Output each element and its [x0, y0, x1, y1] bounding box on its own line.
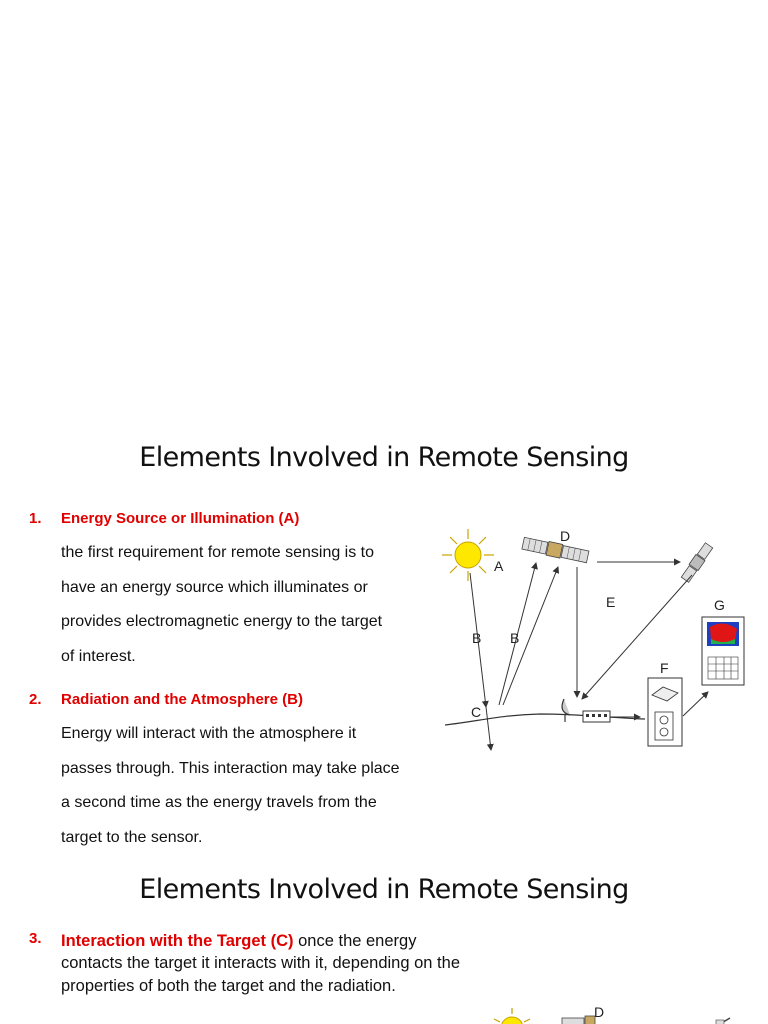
- satellite-icon: [521, 536, 590, 564]
- label-a: A: [494, 558, 504, 574]
- item-1-line-3: provides electromagnetic energy to the t…: [61, 613, 383, 630]
- relay-satellite-icon: [680, 542, 714, 583]
- sun-icon: [442, 529, 494, 581]
- item-1-line-2: have an energy source which illuminates …: [61, 578, 368, 596]
- ground-line: [444, 713, 646, 726]
- section-title-2: Elements Involved in Remote Sensing: [139, 874, 629, 905]
- label-b-2: B: [510, 630, 519, 646]
- item-1-body: the first requirement for remote sensing…: [61, 542, 427, 680]
- item-3-text: once the energy contacts the target it i…: [61, 932, 460, 995]
- item-2-line-4: target to the sensor.: [61, 828, 203, 846]
- satellite-icon-partial: [561, 1015, 596, 1024]
- item-3-number: 3.: [29, 930, 42, 947]
- item-2-body: Energy will interact with the atmosphere…: [61, 723, 427, 861]
- item-1-line-1: the first requirement for remote sensing…: [61, 544, 375, 561]
- processing-station-icon: [647, 677, 683, 747]
- label-d-2: D: [594, 1004, 604, 1020]
- item-2-line-2: passes through. This interaction may tak…: [61, 759, 400, 777]
- section-title-1: Elements Involved in Remote Sensing: [139, 442, 629, 473]
- label-c: C: [471, 704, 481, 720]
- sun-icon-partial: [493, 1008, 531, 1024]
- item-3-paragraph: Interaction with the Target (C) once the…: [61, 930, 481, 997]
- label-b-1: B: [472, 630, 481, 646]
- item-2-heading: Radiation and the Atmosphere (B): [61, 691, 303, 708]
- remote-sensing-diagram: A D B B E: [442, 528, 745, 751]
- item-2-line-1: Energy will interact with the atmosphere…: [61, 725, 357, 742]
- item-1-line-4: of interest.: [61, 647, 136, 665]
- item-1-number: 1.: [29, 510, 42, 527]
- remote-sensing-diagram-partial: D: [493, 1004, 731, 1024]
- item-2-number: 2.: [29, 691, 42, 708]
- label-f: F: [660, 660, 669, 676]
- item-1-heading: Energy Source or Illumination (A): [61, 510, 300, 527]
- item-2-line-3: a second time as the energy travels from…: [61, 794, 377, 811]
- station-building-icon: [582, 710, 611, 723]
- label-g: G: [714, 597, 725, 613]
- label-d: D: [560, 528, 570, 544]
- label-e: E: [606, 594, 615, 610]
- relay-satellite-icon-partial: [715, 1017, 731, 1024]
- application-output-icon: [701, 616, 745, 686]
- item-3-heading: Interaction with the Target (C): [61, 932, 294, 950]
- receiving-dish-icon: [561, 698, 571, 722]
